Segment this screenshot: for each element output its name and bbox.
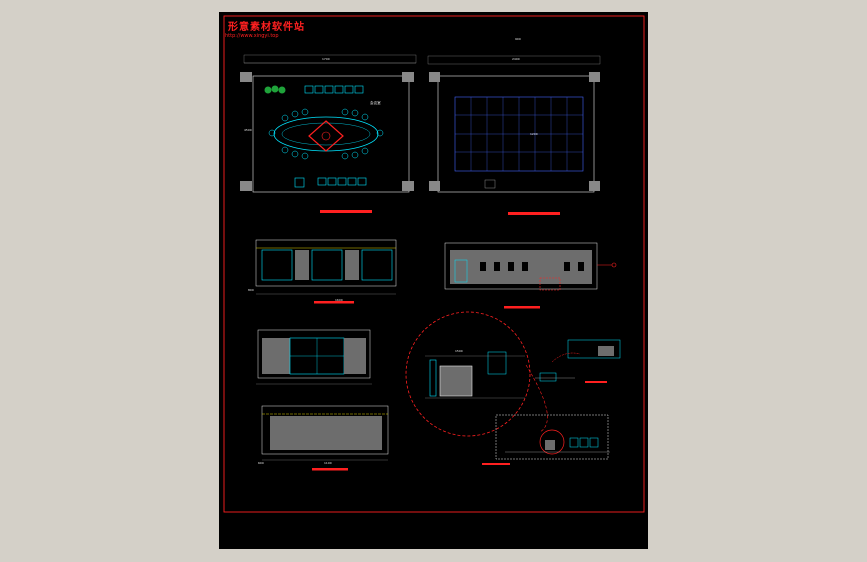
section-marker	[308, 120, 344, 152]
sheet-border	[223, 15, 645, 513]
title-bar-plan1	[320, 210, 372, 213]
elevation-c	[256, 329, 372, 385]
title-bar-elevation-b	[504, 306, 540, 309]
elevation-d	[261, 405, 389, 461]
detail-callout	[405, 311, 548, 437]
title-bar-elevation-a	[314, 301, 354, 304]
title-bar-detail-bottom	[482, 463, 510, 465]
detail-small	[535, 339, 621, 382]
dim-4: 800	[248, 288, 254, 292]
plant-icons	[264, 85, 286, 94]
chairs-around-table	[268, 108, 384, 160]
dim-3: 1200	[530, 132, 538, 136]
dim-7: 900	[515, 37, 521, 41]
title-bar-plan2	[508, 212, 560, 215]
room-label: 会议室	[370, 100, 381, 105]
dim-6: 1500	[455, 349, 463, 353]
elevation-a	[255, 239, 397, 295]
conference-table	[273, 116, 379, 152]
watermark-url: http://www.xingyi.top	[225, 33, 279, 39]
dim-9: 1100	[324, 461, 332, 465]
floor-plan-furniture: 会议室 4500	[240, 54, 417, 193]
svg-text:4500: 4500	[244, 128, 252, 132]
chairs-bottom	[294, 177, 367, 188]
dim-5: 1600	[335, 298, 343, 302]
dim-1: 1700	[322, 57, 330, 61]
dim-8: 600	[258, 461, 264, 465]
chairs-top	[304, 85, 364, 94]
title-bar-elevation-d	[312, 468, 348, 471]
ceiling-plan	[427, 55, 601, 193]
elevation-b	[444, 242, 617, 291]
detail-bottom	[495, 414, 610, 460]
dim-2: 2400	[512, 57, 520, 61]
watermark-title: 形意素材软件站	[228, 22, 305, 33]
title-bar-detail-small	[585, 381, 607, 383]
